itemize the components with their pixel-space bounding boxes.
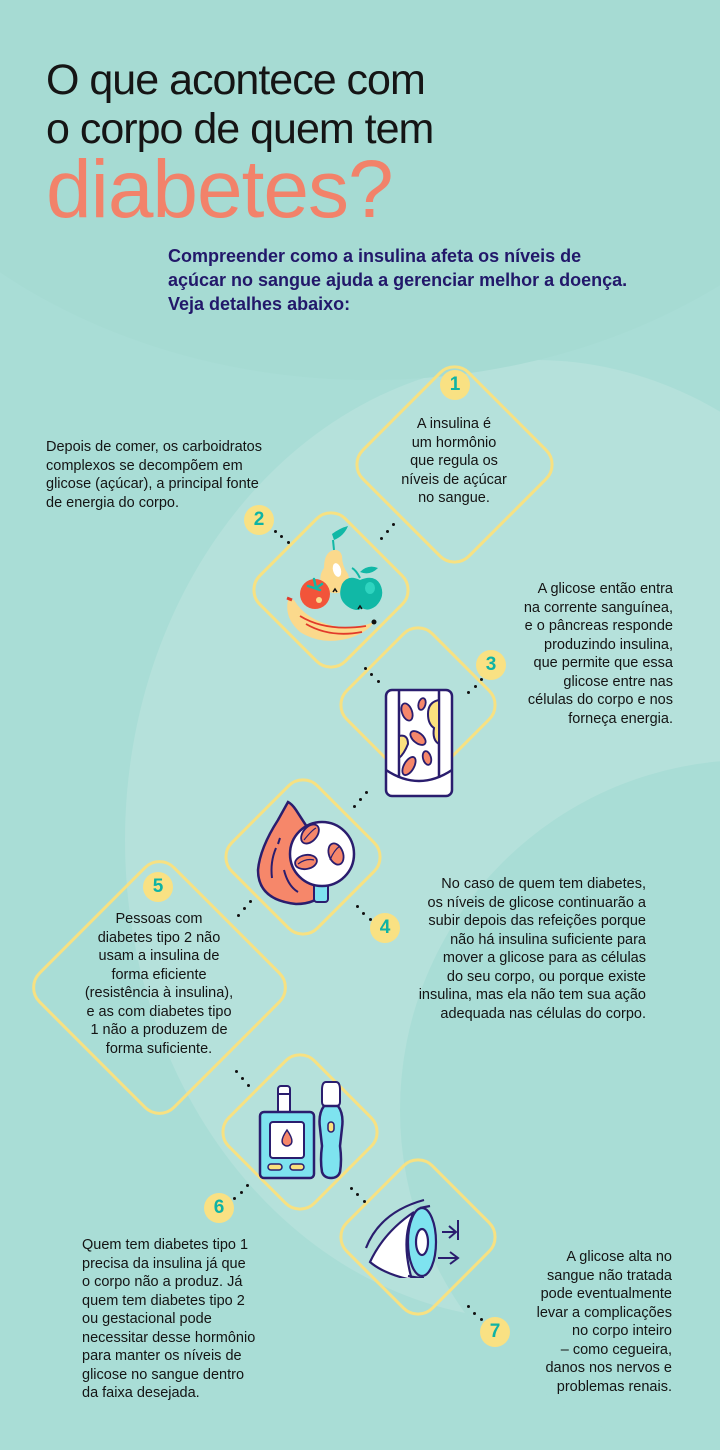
glucose-meter-lancet-icon <box>258 1081 344 1180</box>
page-title: O que acontece com o corpo de quem tem d… <box>46 56 434 235</box>
step-3-text: A glicose então entra na corrente sanguí… <box>523 581 673 727</box>
blood-vessel-icon <box>384 688 454 798</box>
blood-drop-magnifier-icon <box>256 800 356 906</box>
intro-text: Compreender como a insulina afeta os nív… <box>168 244 678 316</box>
step-5-text: Pessoas com diabetes tipo 2 não usam a i… <box>84 911 234 1057</box>
title-line-2: o corpo de quem tem <box>46 105 434 153</box>
eye-icon <box>364 1198 460 1278</box>
intro-line-3: Veja detalhes abaixo: <box>168 294 351 314</box>
step-6-badge: 6 <box>204 1193 234 1223</box>
step-2-badge: 2 <box>244 505 274 535</box>
step-4-text: No caso de quem tem diabetes, os níveis … <box>418 876 646 1022</box>
step-6-text: Quem tem diabetes tipo 1 precisa da insu… <box>82 1237 256 1401</box>
step-4-badge: 4 <box>370 913 400 943</box>
step-2-text: Depois de comer, os carboidratos complex… <box>46 439 262 511</box>
step-7-text: A glicose alta no sangue não tratada pod… <box>536 1249 672 1395</box>
fruits-icon <box>286 526 383 641</box>
intro-line-2: açúcar no sangue ajuda a gerenciar melho… <box>168 270 628 290</box>
step-1-badge: 1 <box>440 370 470 400</box>
step-1-text: A insulina é um hormônio que regula os n… <box>401 416 507 506</box>
title-accent: diabetes? <box>46 144 394 235</box>
intro-line-1: Compreender como a insulina afeta os nív… <box>168 246 582 266</box>
step-3-badge: 3 <box>476 650 506 680</box>
step-7-badge: 7 <box>480 1317 510 1347</box>
title-line-1: O que acontece com <box>46 56 426 104</box>
step-5-badge: 5 <box>143 872 173 902</box>
